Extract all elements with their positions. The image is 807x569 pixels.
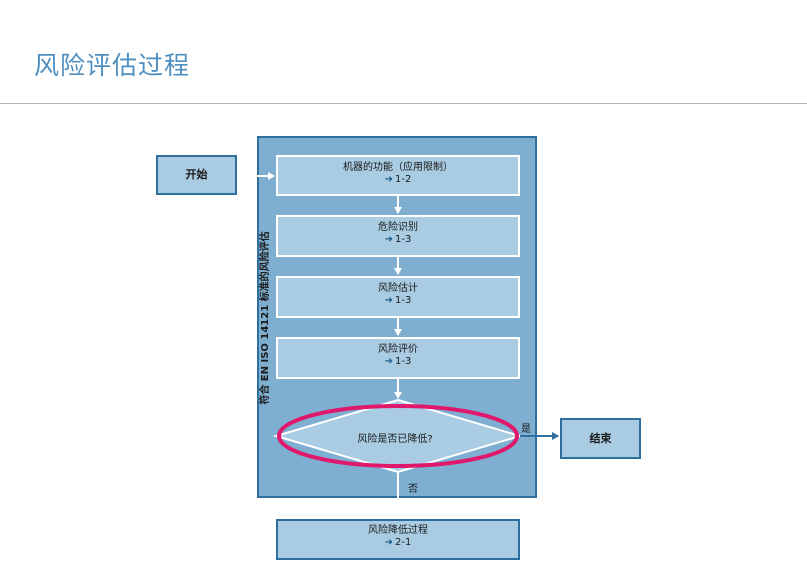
step-hazard-identification[interactable]: 危险识别 ➜1-3 (276, 215, 520, 257)
page-title: 风险评估过程 (34, 51, 191, 80)
arrow-right-icon: ➜ (384, 356, 394, 367)
step-ref: 1-3 (395, 356, 412, 367)
step-ref: 1-3 (395, 295, 412, 306)
decision-label: 风险是否已降低? (357, 434, 433, 445)
start-label: 开始 (185, 168, 208, 181)
title-divider (0, 103, 807, 104)
start-box[interactable]: 开始 (156, 155, 237, 195)
step-label: 风险估计 (378, 283, 418, 294)
reduction-ref: 2-1 (395, 537, 412, 548)
step-ref: 1-3 (395, 234, 412, 245)
reduction-label: 风险降低过程 (368, 525, 428, 536)
step-ref: 1-2 (395, 174, 412, 185)
step-risk-estimation[interactable]: 风险估计 ➜1-3 (276, 276, 520, 318)
step-label: 风险评价 (378, 344, 418, 355)
arrow-right-icon: ➜ (384, 537, 394, 548)
step-label: 机器的功能（应用限制） (343, 162, 453, 173)
step-machine-function[interactable]: 机器的功能（应用限制） ➜1-2 (276, 155, 520, 196)
step-risk-evaluation[interactable]: 风险评价 ➜1-3 (276, 337, 520, 379)
decision-no-label: 否 (408, 484, 418, 495)
arrow-right-icon: ➜ (384, 295, 394, 306)
arrow-right-icon: ➜ (384, 174, 394, 185)
decision-highlight-ellipse (277, 404, 519, 468)
risk-reduction-box[interactable]: 风险降低过程 ➜2-1 (276, 519, 520, 560)
end-label: 结束 (589, 432, 612, 445)
arrow-right-icon: ➜ (384, 234, 394, 245)
end-box[interactable]: 结束 (560, 418, 641, 459)
step-label: 危险识别 (378, 222, 418, 233)
decision-yes-label: 是 (521, 424, 531, 435)
